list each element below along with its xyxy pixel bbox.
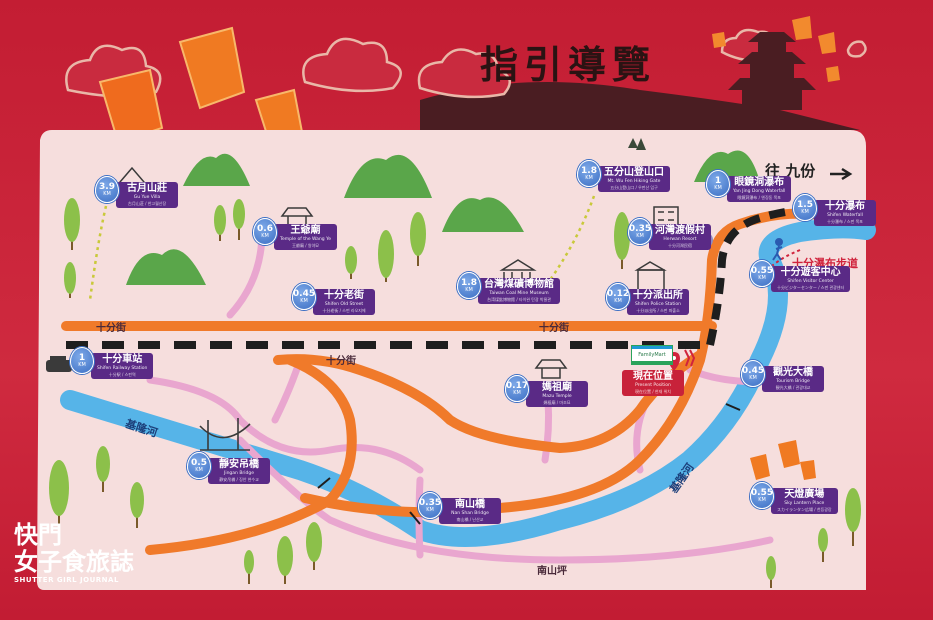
- keelung-river: [60, 218, 876, 548]
- train-icon: [46, 356, 72, 372]
- trail: [88, 195, 596, 301]
- direction-label: 往 九份: [765, 162, 816, 180]
- road-label: 十分街: [96, 323, 126, 334]
- tree-icon: [49, 138, 861, 588]
- road-label: 南山坪: [537, 566, 567, 577]
- watermark-line1: 快門: [14, 521, 62, 549]
- watermark-line2: 女子食旅誌: [14, 548, 134, 576]
- road-label: 十分街: [539, 323, 569, 334]
- watermark-logo: 快門 女子食旅誌 SHUTTER GIRL JOURNAL: [14, 522, 144, 612]
- road-label: 十分街: [326, 356, 356, 367]
- hiker-icon: [772, 238, 783, 261]
- suspension-bridge-icon: [199, 418, 251, 451]
- familymart-icon: FamilyMart: [631, 345, 673, 365]
- page-title: 指引導覽: [480, 42, 657, 87]
- watermark-line3: SHUTTER GIRL JOURNAL: [14, 576, 119, 584]
- lantern-cluster-icon: [750, 440, 816, 480]
- header-decoration: [65, 16, 867, 146]
- direction-arrow-icon: [830, 167, 853, 181]
- mountain-icon: [126, 150, 760, 285]
- bridge-marker: [317, 403, 741, 525]
- pagoda-icon: [728, 32, 816, 110]
